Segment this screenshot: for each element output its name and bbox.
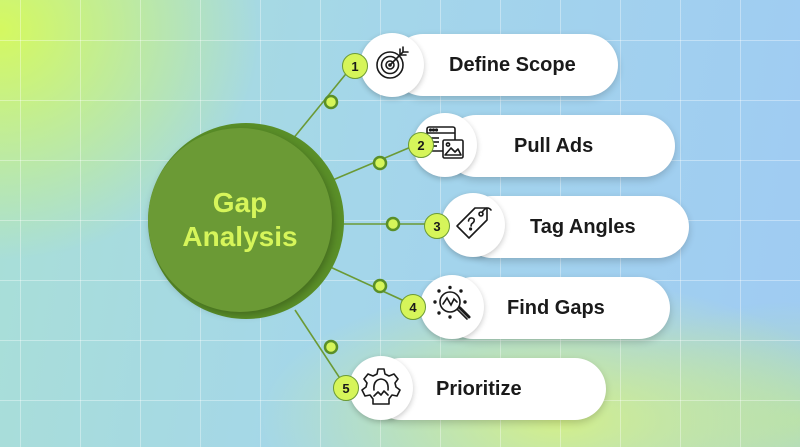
step-1-number-badge: 1 xyxy=(342,53,368,79)
gear-icon xyxy=(361,366,401,411)
step-1-label: Define Scope xyxy=(449,54,576,76)
connector-line-4 xyxy=(327,265,414,306)
step-4-label: Find Gaps xyxy=(507,297,605,319)
magnifier-chart-icon xyxy=(431,284,473,331)
step-1-icon-circle xyxy=(360,33,424,97)
connector-line-1 xyxy=(291,63,355,141)
step-2-label: Pull Ads xyxy=(514,135,594,157)
connector-dot-5 xyxy=(323,339,339,355)
step-3-icon-circle xyxy=(441,193,505,257)
question-tag-icon xyxy=(453,203,493,248)
step-2-card: Pull Ads xyxy=(445,115,675,177)
connector-dot-3 xyxy=(385,216,401,232)
target-icon xyxy=(373,44,411,87)
connector-dot-4 xyxy=(372,278,388,294)
step-5-label: Prioritize xyxy=(436,378,522,400)
step-3-number-badge: 3 xyxy=(424,213,450,239)
step-2-number-badge: 2 xyxy=(408,132,434,158)
step-3-label: Tag Angles xyxy=(530,216,636,238)
connector-dot-2 xyxy=(372,155,388,171)
step-5-number-badge: 5 xyxy=(333,375,359,401)
step-4-number-badge: 4 xyxy=(400,294,426,320)
step-1-card: Define Scope xyxy=(392,34,618,96)
center-hub: Gap Analysis xyxy=(148,128,332,312)
connector-dot-1 xyxy=(323,94,339,110)
connector-line-5 xyxy=(294,309,346,387)
step-5-card: Prioritize xyxy=(370,358,606,420)
center-title: Gap Analysis xyxy=(182,187,298,252)
step-5-icon-circle xyxy=(349,356,413,420)
step-4-icon-circle xyxy=(420,275,484,339)
